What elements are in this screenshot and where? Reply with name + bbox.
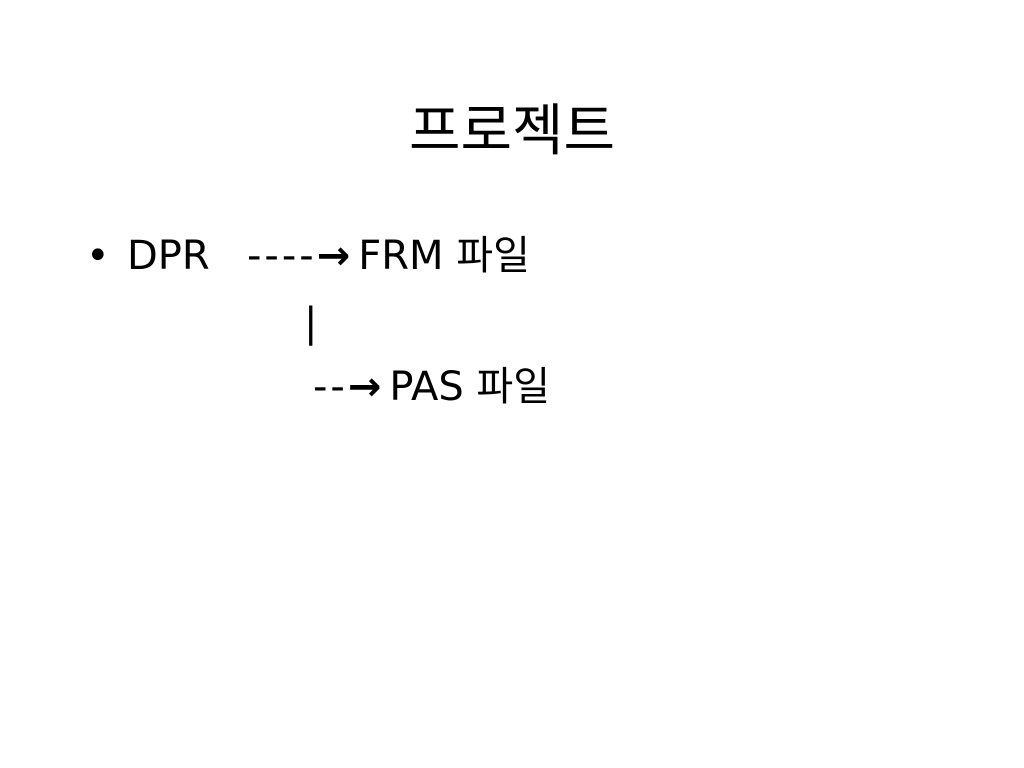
dash-connector: --: [313, 364, 348, 410]
slide-title: 프로젝트: [408, 99, 616, 164]
vertical-connector: |: [304, 300, 318, 346]
arrow-right-icon: →: [316, 233, 351, 279]
bullet-icon: •: [86, 233, 110, 279]
dash-connector: ----: [247, 233, 317, 279]
source-label: DPR: [127, 233, 210, 279]
arrow-right-icon: →: [347, 364, 382, 410]
target-label-frm: FRM 파일: [358, 233, 530, 279]
target-label-pas: PAS 파일: [389, 364, 551, 410]
bullet-line-frm: • DPR ----→FRM 파일: [86, 231, 530, 281]
branch-line-pas: --→PAS 파일: [313, 362, 550, 412]
